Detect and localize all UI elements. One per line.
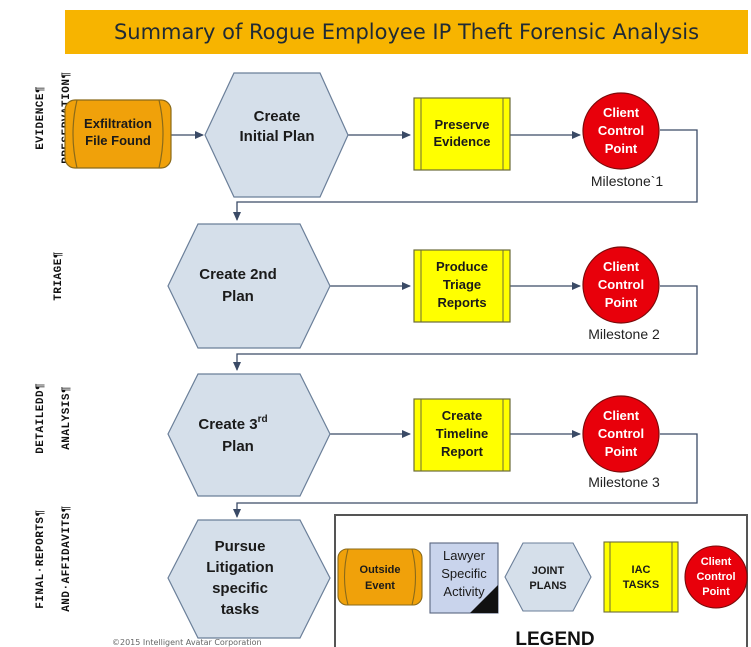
- connector-control1-to-plan2: [233, 129, 698, 221]
- legend-iac-line2: TASKS: [623, 579, 659, 591]
- legend-box: Outside Event Lawyer Specific Activity J…: [334, 514, 748, 647]
- client-control-point-3: Client Control Point Milestone 3: [582, 395, 660, 490]
- connector-control2-to-plan3: [233, 285, 698, 371]
- legend-outside-line1: Outside: [360, 564, 401, 576]
- legend-client-line2: Control: [696, 571, 735, 583]
- task-box-create-timeline-report: Create Timeline Report: [413, 398, 511, 472]
- cp2-line3: Point: [605, 295, 638, 310]
- plan3-line2: Plan: [222, 438, 254, 455]
- plan4-line3: specific: [212, 580, 268, 597]
- plan1-line2: Initial Plan: [239, 128, 314, 145]
- plan2-line1: Create 2nd: [199, 266, 277, 283]
- cp2-line1: Client: [603, 259, 640, 274]
- cp3-line2: Control: [598, 426, 644, 441]
- diagram-title: Summary of Rogue Employee IP Theft Foren…: [65, 10, 748, 54]
- start-event-line1: Exfiltration: [84, 116, 152, 131]
- plan4-line2: Litigation: [206, 559, 274, 576]
- plan2-line2: Plan: [222, 288, 254, 305]
- copyright-text: ©2015 Intelligent Avatar Corporation: [112, 638, 262, 647]
- client-control-point-1: Client Control Point Milestone`1: [582, 92, 664, 189]
- milestone-1-label: Milestone`1: [591, 173, 664, 189]
- legend-client-control: Client Control Point: [684, 545, 748, 609]
- legend-outside-event: Outside Event: [337, 548, 423, 606]
- plan-hexagon-4: Pursue Litigation specific tasks: [167, 519, 331, 639]
- legend-iac-tasks: IAC TASKS: [603, 541, 679, 613]
- legend-joint-plans: JOINT PLANS: [504, 542, 592, 612]
- task3-line3: Report: [441, 444, 484, 459]
- plan3-line1: Create 3rd: [198, 414, 267, 433]
- legend-joint-line2: PLANS: [529, 580, 566, 592]
- task3-line1: Create: [442, 408, 482, 423]
- task2-line3: Reports: [437, 295, 486, 310]
- plan-hexagon-3: Create 3rd Plan: [167, 373, 331, 497]
- cp3-line3: Point: [605, 444, 638, 459]
- milestone-2-label: Milestone 2: [588, 326, 660, 342]
- cp1-line2: Control: [598, 123, 644, 138]
- plan1-line1: Create: [254, 108, 301, 125]
- start-event-exfiltration: Exfiltration File Found: [64, 99, 172, 169]
- legend-title: LEGEND: [515, 629, 594, 647]
- plan4-line4: tasks: [221, 601, 259, 618]
- title-text: Summary of Rogue Employee IP Theft Foren…: [113, 20, 700, 44]
- legend-lawyer-line2: Specific: [441, 566, 487, 581]
- task1-line2: Evidence: [433, 134, 490, 149]
- task-box-preserve-evidence: Preserve Evidence: [413, 97, 511, 171]
- legend-joint-line1: JOINT: [532, 565, 565, 577]
- legend-iac-line1: IAC: [632, 564, 651, 576]
- client-control-point-2: Client Control Point Milestone 2: [582, 246, 660, 342]
- milestone-3-label: Milestone 3: [588, 474, 660, 490]
- cp3-line1: Client: [603, 408, 640, 423]
- plan-hexagon-2: Create 2nd Plan: [167, 223, 331, 349]
- legend-client-line3: Point: [702, 586, 730, 598]
- task3-line2: Timeline: [436, 426, 489, 441]
- plan4-line1: Pursue: [215, 538, 266, 555]
- legend-lawyer-line1: Lawyer: [443, 548, 486, 563]
- task2-line2: Triage: [443, 277, 481, 292]
- task-box-produce-triage-reports: Produce Triage Reports: [413, 249, 511, 323]
- plan-hexagon-1: Create Initial Plan: [204, 72, 349, 198]
- legend-lawyer-line3: Activity: [443, 584, 485, 599]
- legend-lawyer-activity: Lawyer Specific Activity: [429, 542, 499, 614]
- task1-line1: Preserve: [435, 117, 490, 132]
- cp1-line3: Point: [605, 141, 638, 156]
- cp2-line2: Control: [598, 277, 644, 292]
- connector-control3-to-plan4: [233, 433, 698, 518]
- task2-line1: Produce: [436, 259, 488, 274]
- cp1-line1: Client: [603, 105, 640, 120]
- start-event-line2: File Found: [85, 133, 151, 148]
- legend-outside-line2: Event: [365, 580, 395, 592]
- legend-client-line1: Client: [701, 556, 732, 568]
